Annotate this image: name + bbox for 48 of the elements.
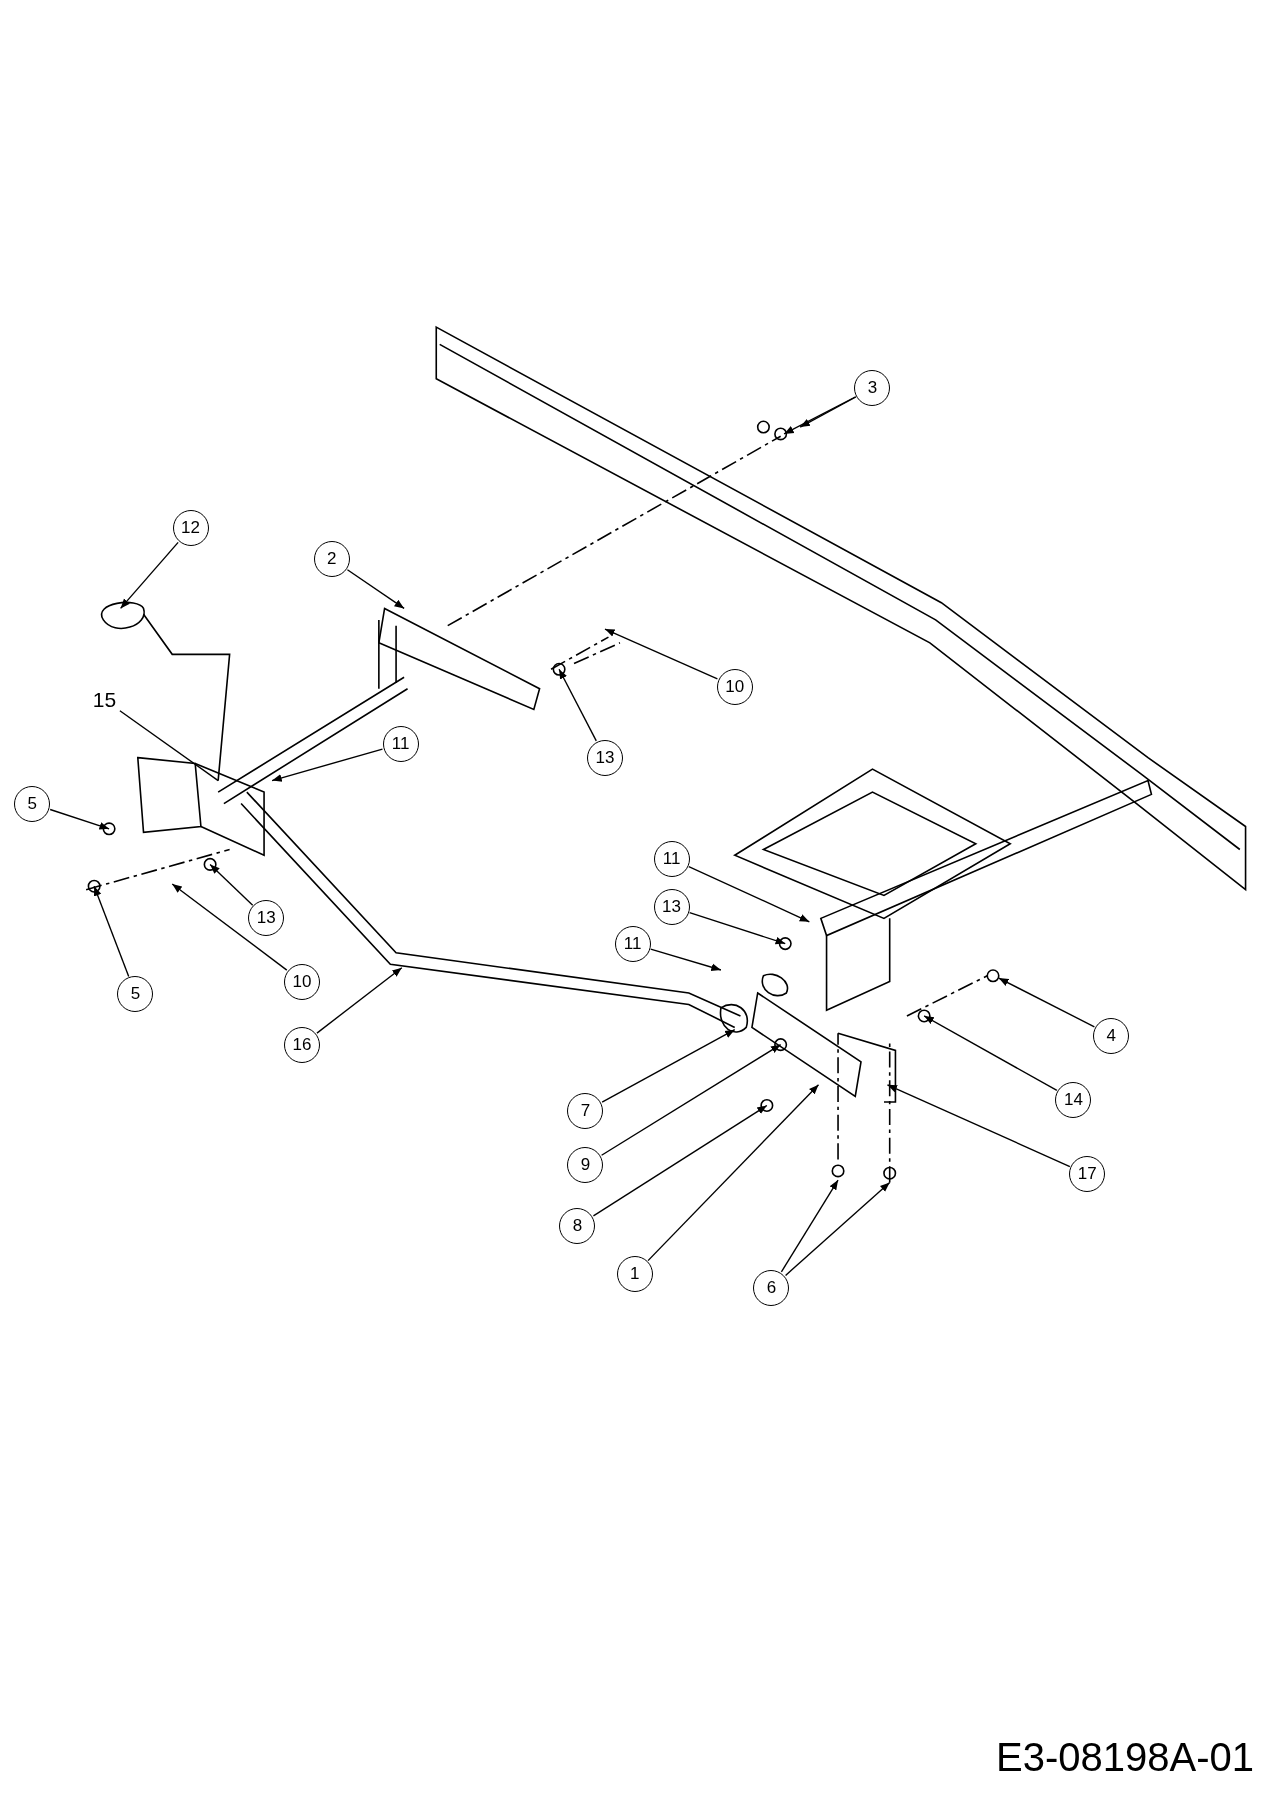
callout-number: 14: [1055, 1081, 1092, 1118]
leader-line: [600, 1043, 782, 1156]
leader-line: [558, 668, 597, 742]
callout-number: 7: [567, 1093, 604, 1130]
callout-number: 11: [382, 725, 419, 762]
callout-number: 10: [283, 963, 320, 1000]
callout-number: 1: [616, 1256, 653, 1293]
leader-line: [119, 541, 179, 610]
callout-number: 17: [1069, 1156, 1106, 1193]
leader-line: [688, 912, 786, 945]
callout-number: 4: [1093, 1017, 1130, 1054]
callout-number: 5: [117, 976, 154, 1013]
leader-line: [209, 863, 254, 906]
callout-number: 16: [283, 1026, 320, 1063]
leader-line: [886, 1084, 1071, 1168]
callout-number: 9: [567, 1147, 604, 1184]
callout-number: 13: [587, 739, 623, 776]
drawing-number: E3-08198A-01: [996, 1735, 1254, 1780]
part-number: 15: [92, 688, 117, 713]
leader-line: [171, 883, 288, 971]
callout-number: 5: [14, 785, 51, 822]
leader-line: [316, 967, 403, 1034]
leader-line: [346, 569, 405, 610]
leader-line: [601, 1029, 736, 1103]
leader-line: [998, 977, 1096, 1028]
callout-number: 13: [653, 888, 690, 925]
leader-line: [271, 748, 384, 782]
leader-line: [780, 1179, 839, 1273]
leader-line: [923, 1015, 1058, 1092]
callout-number: 13: [248, 900, 285, 937]
callout-number: 12: [172, 510, 209, 547]
leader-line: [592, 1104, 768, 1217]
callout-number: 11: [653, 840, 690, 877]
leader-line: [49, 808, 110, 830]
callout-number: 10: [716, 668, 753, 705]
callout-number: 11: [614, 925, 651, 962]
leader-line: [784, 1181, 891, 1277]
callout-number: 2: [313, 541, 350, 578]
leader-line: [650, 948, 722, 971]
leader-line: [783, 396, 857, 435]
leader-line: [688, 865, 811, 923]
callout-number: 8: [559, 1208, 596, 1245]
leader-line: [119, 710, 219, 782]
leader-line: [93, 885, 130, 978]
leader-line: [647, 1084, 820, 1262]
leader-line: [604, 628, 719, 680]
callout-number: 3: [854, 370, 891, 406]
callout-number: 6: [753, 1270, 790, 1307]
